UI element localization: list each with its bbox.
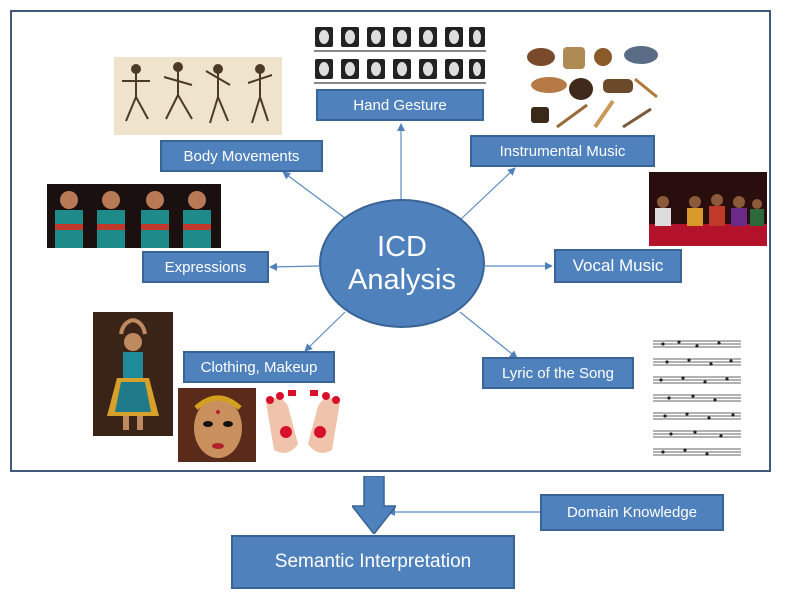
vocal-music-node: Vocal Music [554, 249, 682, 283]
instruments-image [523, 43, 661, 133]
lyric-node: Lyric of the Song [482, 357, 634, 389]
hand-gesture-node: Hand Gesture [316, 89, 484, 121]
body-movements-image [114, 57, 282, 135]
domain-knowledge-node: Domain Knowledge [540, 494, 724, 531]
icd-analysis-node: ICD Analysis [319, 199, 485, 328]
clothing-makeup-node: Clothing, Makeup [183, 351, 335, 383]
body-movements-node: Body Movements [160, 140, 323, 172]
instrumental-music-node: Instrumental Music [470, 135, 655, 167]
expressions-image [47, 184, 221, 248]
icd-analysis-line1: ICD [377, 230, 427, 263]
makeup-face-image [178, 388, 256, 462]
dancer-image [93, 312, 173, 436]
hands-image [258, 388, 348, 462]
vocal-music-image [649, 172, 767, 246]
hand-gesture-image [311, 24, 489, 88]
expressions-node: Expressions [142, 251, 269, 283]
down-arrow-icon [352, 476, 396, 534]
sheet-music-image [649, 333, 745, 469]
icd-analysis-line2: Analysis [348, 263, 456, 296]
semantic-interpretation-node: Semantic Interpretation [231, 535, 515, 589]
